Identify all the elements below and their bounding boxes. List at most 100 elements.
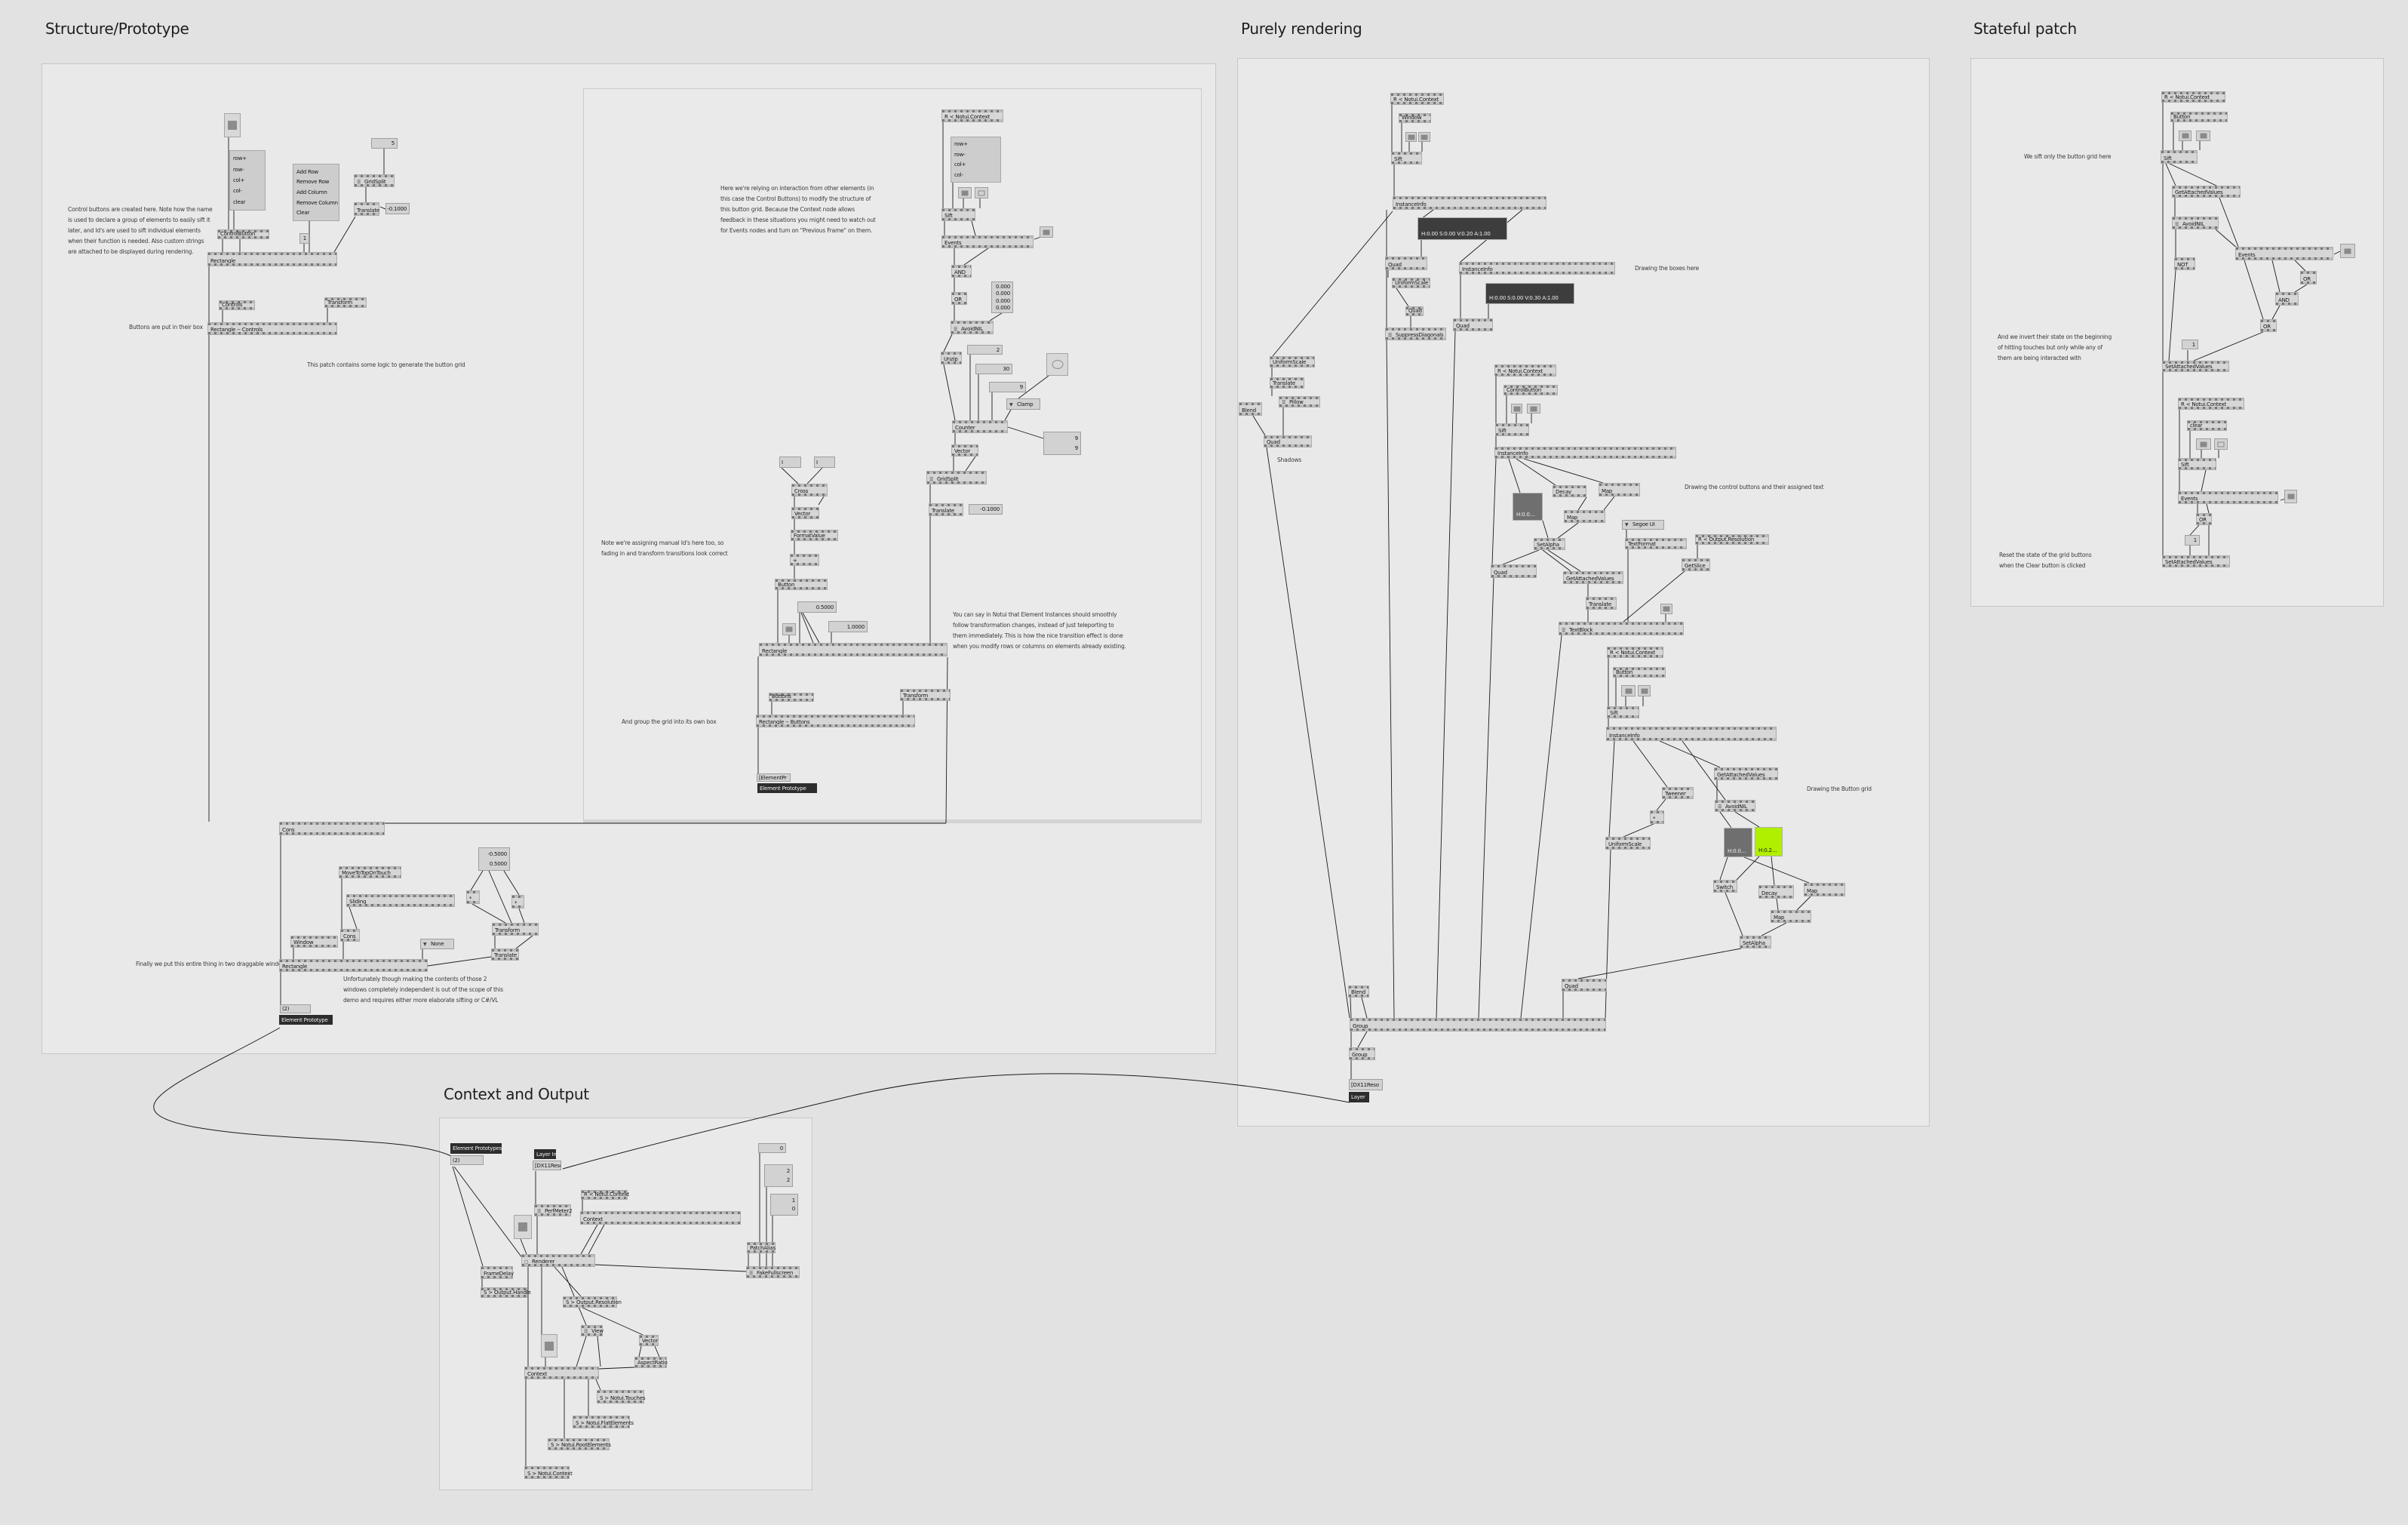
toggle-iobox[interactable]	[1527, 404, 1540, 414]
node-gridsplit[interactable]: ☰GridSplit	[926, 471, 987, 484]
node-cross[interactable]: Cross	[791, 484, 828, 497]
node-vector[interactable]: Vector	[951, 444, 978, 457]
node-counter[interactable]: Counter	[952, 420, 1008, 433]
node-window[interactable]: Window	[1399, 113, 1431, 123]
node-and[interactable]: AND	[2275, 292, 2299, 306]
node-vector[interactable]: Vector	[791, 507, 819, 519]
node-s-notui-rootelements[interactable]: S > Notui.RootElements	[548, 1438, 611, 1450]
node-perfmeter2[interactable]: ☰PerfMeter2	[534, 1204, 573, 1216]
node-sift[interactable]: Sift	[1607, 706, 1639, 718]
node-quad[interactable]: Quad	[1264, 435, 1312, 447]
node-switch[interactable]: Switch	[1713, 880, 1737, 893]
iobox-2[interactable]: 2	[967, 345, 1003, 355]
node-sliding[interactable]: Sliding	[346, 894, 455, 907]
node-fakefullscreen[interactable]: ☰FakeFullscreen	[746, 1266, 800, 1278]
node-gridsplit[interactable]: ☰GridSplit	[354, 174, 395, 187]
node-node[interactable]: *	[511, 895, 524, 909]
node-translate[interactable]: Translate	[1586, 597, 1617, 610]
node-s-notui-context[interactable]: S > Notui.Context	[524, 1466, 573, 1479]
node-events[interactable]: Events	[941, 235, 1034, 248]
toggle-iobox[interactable]	[514, 1215, 532, 1239]
iobox-0-1000[interactable]: -0.1000	[969, 504, 1003, 515]
node-s-output-handle[interactable]: S > Output.Handle	[481, 1287, 531, 1298]
node-blend[interactable]: Blend	[1348, 985, 1369, 998]
node-translate[interactable]: Translate	[929, 503, 963, 516]
iobox-0-5000[interactable]: 0.5000	[797, 601, 837, 613]
node-avoidnil[interactable]: ☰AvoidNIL	[951, 321, 994, 334]
node-element-prototypes[interactable]: Element Prototypes	[450, 1143, 502, 1154]
node-r-notui-context[interactable]: R < Notui.Context	[941, 109, 1003, 122]
node-formatvalue[interactable]: FormatValue	[791, 530, 838, 541]
node-quad[interactable]: Quad	[1562, 979, 1607, 992]
iobox-i[interactable]: I	[779, 457, 801, 468]
node-setalpha[interactable]: SetAlpha	[1740, 936, 1771, 949]
node-button[interactable]: Button	[2170, 112, 2228, 122]
node-clamp[interactable]: ▼Clamp	[1006, 398, 1040, 410]
node-r-notui-context[interactable]: R < Notui.Context	[2178, 398, 2244, 410]
node-aspectratio[interactable]: AspectRatio	[634, 1357, 668, 1368]
toggle-iobox[interactable]	[1511, 404, 1522, 414]
node-translate[interactable]: Translate	[1270, 377, 1304, 389]
node-events[interactable]: Events	[2235, 247, 2333, 260]
node-not[interactable]: NOT	[2174, 257, 2195, 270]
toggle-iobox[interactable]	[2179, 131, 2191, 141]
node-context[interactable]: Context	[524, 1367, 599, 1379]
iobox-1[interactable]: 1	[2185, 535, 2200, 546]
node-layer[interactable]: Layer	[1349, 1092, 1369, 1102]
node-controlbutton[interactable]: ControlButton	[1503, 385, 1558, 395]
toggle-iobox[interactable]	[2340, 244, 2355, 258]
color-iobox[interactable]: H:0.2…	[1755, 827, 1783, 856]
node-r-notui-context[interactable]: R < Notui.Context	[581, 1190, 629, 1200]
node-blend[interactable]: Blend	[1239, 402, 1262, 416]
node-sift[interactable]: Sift	[2161, 150, 2198, 164]
toggle-iobox[interactable]	[1040, 226, 1053, 238]
node-sift[interactable]: Sift	[2178, 458, 2216, 470]
node-node[interactable]: *	[466, 890, 480, 904]
node-clear[interactable]: clear	[2187, 420, 2227, 431]
node-sift[interactable]: Sift	[1391, 152, 1422, 164]
node-getattachedvalues[interactable]: GetAttachedValues	[2172, 186, 2241, 198]
node-rectangle-buttons[interactable]: Rectangle -- Buttons	[756, 715, 915, 727]
node-cons[interactable]: Cons	[340, 929, 360, 942]
toggle-iobox[interactable]	[1660, 604, 1672, 614]
node-context[interactable]: Context	[580, 1211, 741, 1225]
node-r-notui-context[interactable]: R < Notui.Context	[1607, 647, 1663, 658]
node-group[interactable]: Group	[1350, 1018, 1606, 1032]
node-getattachedvalues[interactable]: GetAttachedValues	[1563, 571, 1623, 584]
node-none[interactable]: ▼None	[420, 939, 454, 949]
toggle-iobox[interactable]	[2214, 438, 2228, 450]
color-iobox[interactable]: H:0.0…	[1724, 828, 1752, 857]
iobox-1[interactable]: 1	[299, 233, 309, 244]
node-or[interactable]: OR	[2260, 319, 2277, 332]
node-r-output-resolution[interactable]: R < Output.Resolution	[1695, 534, 1769, 545]
node-suppressdiagonals[interactable]: ☰SuppressDiagonals	[1385, 327, 1446, 340]
listbox-row[interactable]: row+row-col+col-clear	[229, 150, 266, 211]
node-instanceinfo[interactable]: InstanceInfo	[1459, 262, 1615, 275]
node-controls[interactable]: Controls	[219, 300, 255, 310]
node-instanceinfo[interactable]: InstanceInfo	[1393, 196, 1546, 210]
node-events[interactable]: Events	[2178, 491, 2278, 504]
color-iobox[interactable]: H:0.00 S:0.00 V:0.30 A:1.00	[1485, 283, 1574, 304]
node-r-notui-context[interactable]: R < Notui.Context	[1494, 364, 1556, 377]
node-instanceinfo[interactable]: InstanceInfo	[1494, 447, 1676, 459]
node-transform[interactable]: Transform	[900, 689, 951, 701]
node-renderer[interactable]: ▢Renderer	[521, 1254, 595, 1267]
iobox-2[interactable]: (2)	[450, 1155, 484, 1165]
iobox-1-0000[interactable]: 1.0000	[828, 621, 868, 632]
node-button[interactable]: Button	[1613, 667, 1666, 678]
node-transform[interactable]: Transform	[492, 923, 539, 936]
node-s-notui-touches[interactable]: S > Notui.Touches	[597, 1390, 645, 1404]
node-element-prototype[interactable]: Element Prototype	[757, 783, 817, 793]
node-r-notui-context[interactable]: R < Notui.Context	[2161, 91, 2225, 103]
node-or[interactable]: OR	[951, 292, 967, 305]
node-patchalias[interactable]: PatchAlias	[747, 1242, 776, 1253]
node-or[interactable]: OR	[2300, 271, 2317, 284]
iobox-elementpr[interactable]: [ElementPr	[757, 773, 791, 782]
node-sift[interactable]: Sift	[1495, 423, 1529, 436]
node-layer-in[interactable]: Layer In	[534, 1149, 557, 1159]
node-quad[interactable]: Quad	[1385, 257, 1427, 270]
